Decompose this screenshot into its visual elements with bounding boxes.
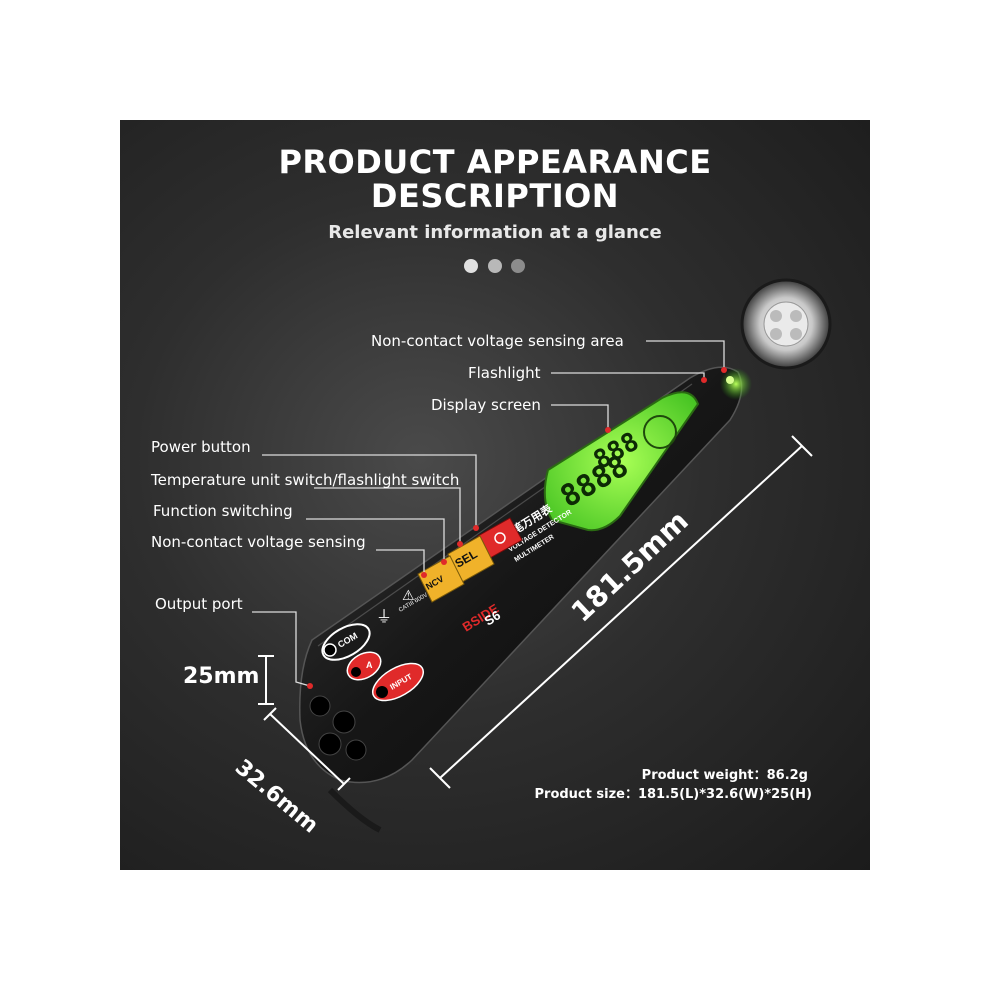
callout-output: Output port [155, 595, 243, 613]
output-port[interactable] [309, 695, 367, 761]
ncv-button[interactable]: NCV [417, 555, 465, 603]
page-title-line1: PRODUCT APPEARANCE [278, 143, 712, 181]
callout-power: Power button [151, 438, 251, 456]
carousel-dot-1[interactable] [464, 259, 478, 273]
a-port-label: A [366, 660, 373, 670]
callout-temp-switch: Temperature unit switch/flashlight switc… [151, 471, 460, 489]
callout-ncv: Non-contact voltage sensing [151, 533, 366, 551]
carousel-dot-2[interactable] [488, 259, 502, 273]
dimension-lines [258, 435, 813, 791]
model-label: S6 [482, 607, 503, 628]
leader-dots [307, 367, 727, 689]
callout-sensing-area: Non-contact voltage sensing area [371, 332, 624, 350]
spec-weight: Product weight：86.2g [641, 768, 808, 783]
input-port[interactable]: INPUT [367, 656, 429, 708]
ground-icon: ⏚ [376, 608, 392, 626]
sel-button[interactable]: SEL [447, 535, 495, 583]
spec-size: Product size：181.5(L)*32.6(W)*25(H) [534, 787, 813, 802]
a-port[interactable]: A [342, 647, 385, 686]
dimension-height: 25mm [183, 664, 260, 689]
display-screen: 888 8888 [543, 391, 700, 532]
callout-function: Function switching [153, 502, 293, 520]
carousel-dot-3[interactable] [511, 259, 525, 273]
warning-icon: ⚠ [402, 587, 415, 603]
callout-flashlight: Flashlight [468, 364, 541, 382]
com-port[interactable]: COM [316, 617, 375, 667]
leader-lines [252, 340, 725, 687]
page-title-line2: DESCRIPTION [370, 177, 620, 215]
page-subtitle: Relevant information at a glance [328, 222, 662, 243]
callout-display: Display screen [431, 396, 541, 414]
flashlight-glow [720, 368, 752, 400]
sensor-lens-zoom [740, 278, 832, 370]
product-panel [120, 120, 870, 870]
